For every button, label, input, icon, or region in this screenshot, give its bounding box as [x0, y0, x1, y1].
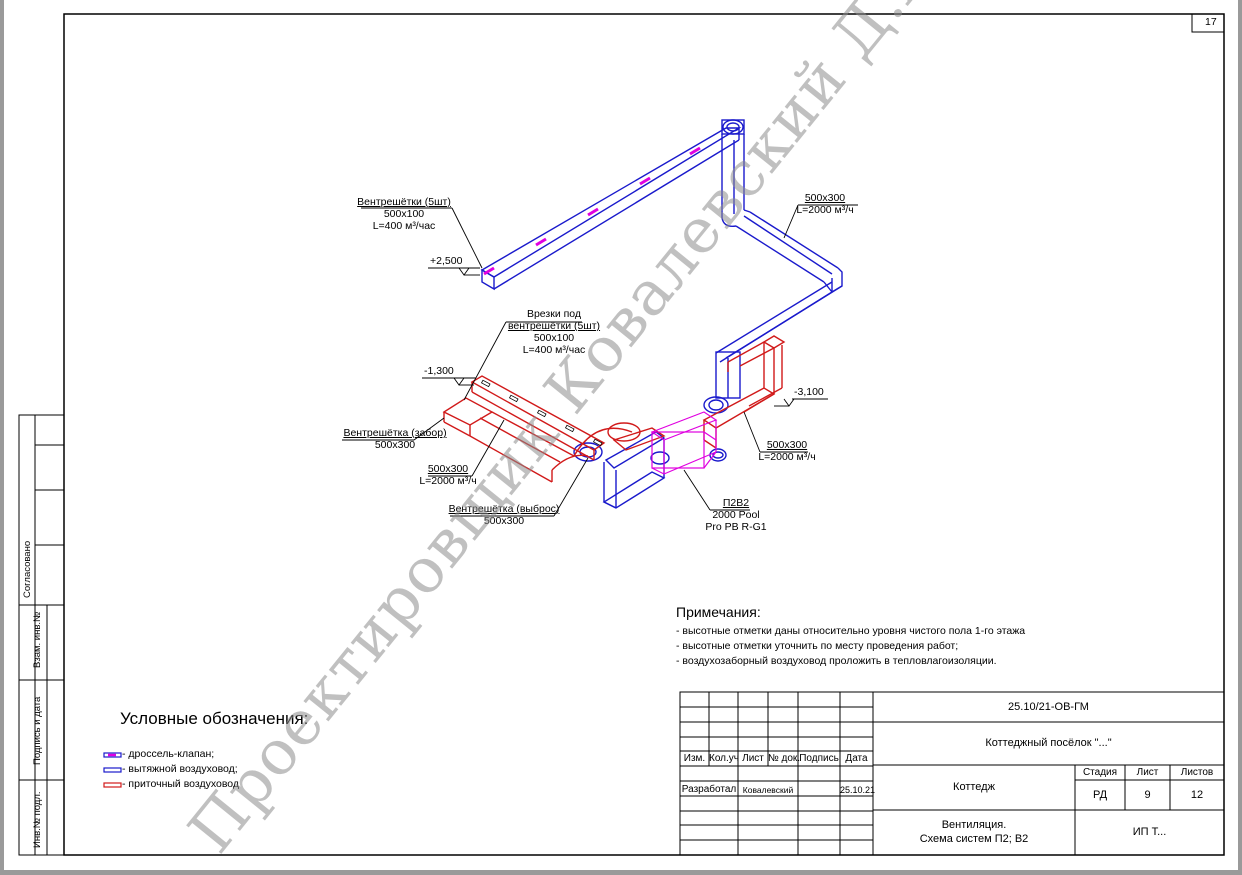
exhaust-top-label: 500x300 L=2000 м³/ч [794, 192, 856, 216]
inserts-line2: вентрешётки (5шт) [507, 320, 601, 332]
hdr-date: Дата [845, 753, 868, 764]
hdr-sheets: Листов [1180, 767, 1214, 778]
left-duct-label: 500x300 L=2000 м³/ч [416, 463, 480, 487]
right-duct-line1: 500x300 [766, 439, 808, 451]
legend-item-supply: - приточный воздуховод [122, 778, 240, 790]
grilles-top-line3: L=400 м³/час [372, 220, 436, 232]
inserts-line4: L=400 м³/час [522, 344, 586, 356]
sheets-value: 12 [1190, 789, 1204, 801]
sheet-name-line1: Вентиляция. [941, 819, 1007, 831]
hdr-sheet2: Лист [1136, 767, 1159, 778]
side-stamp [18, 414, 65, 856]
stamp-inv-orig: Инв.№ подл. [32, 791, 43, 848]
exhaust-grille-line1: Вентрешётка (выброс) [448, 503, 560, 515]
inserts-line1: Врезки под [526, 308, 582, 320]
unit-line2: 2000 Pool [712, 509, 760, 521]
exhaust-grille-line2: 500x300 [483, 515, 525, 527]
damper-marks [483, 146, 701, 276]
sheet-number: 17 [1205, 16, 1217, 28]
legend-title: Условные обозначения: [120, 709, 309, 728]
exhaust-duct [480, 119, 843, 509]
note-item-2: - высотные отметки уточнить по месту про… [676, 640, 959, 652]
grilles-top-label: Вентрешётки (5шт) 500x100 L=400 м³/час [356, 196, 452, 232]
hdr-sheet: Лист [742, 753, 764, 764]
leader-lines [342, 204, 858, 517]
intake-grille-label: Вентрешётка (забор) 500x300 [338, 427, 452, 451]
grilles-top-line1: Вентрешётки (5шт) [357, 196, 451, 208]
left-duct-line2: L=2000 м³/ч [419, 475, 477, 487]
right-duct-label: 500x300 L=2000 м³/ч [756, 439, 818, 463]
notes-title: Примечания: [676, 604, 761, 620]
stamp-inv-replace: Взам. инв.№ [32, 611, 43, 668]
drawing-svg [18, 13, 1225, 856]
exhaust-top-line1: 500x300 [804, 192, 846, 204]
elev-top: +2,500 [430, 255, 463, 267]
insert-marks [480, 379, 603, 447]
sheet-value: 9 [1144, 789, 1151, 801]
note-item-1: - высотные отметки даны относительно уро… [676, 625, 1026, 637]
hdr-change: Изм. [683, 753, 706, 764]
stamp-sign-date: Подпись и дата [32, 696, 43, 765]
developed-label: Разработал [681, 784, 737, 795]
object-name: Коттедж [953, 781, 995, 793]
inserts-label: Врезки под вентрешётки (5шт) 500x100 L=4… [504, 308, 604, 356]
unit-line3: Pro PB R-G1 [705, 521, 767, 533]
title-block-lines [679, 691, 1225, 856]
inserts-line3: 500x100 [533, 332, 575, 344]
doc-code: 25.10/21-ОВ-ГМ [1008, 701, 1089, 713]
hdr-sign: Подпись [799, 753, 839, 764]
developer-name: Ковалевский [742, 785, 794, 795]
grilles-top-line2: 500x100 [383, 208, 425, 220]
hdr-doc: № док. [768, 753, 801, 764]
elev-right: -3,100 [794, 386, 824, 398]
date-value: 25.10.21 [840, 785, 876, 795]
unit-line1: П2В2 [722, 497, 750, 509]
legend-item-damper: - дроссель-клапан; [122, 748, 215, 760]
unit-label: П2В2 2000 Pool Pro PB R-G1 [700, 497, 772, 533]
note-item-3: - воздухозаборный воздуховод проложить в… [676, 655, 997, 667]
supply-duct [442, 335, 786, 483]
legend-item-exhaust: - вытяжной воздуховод; [122, 763, 238, 775]
hdr-qty: Кол.уч [709, 753, 739, 764]
intake-grille-line1: Вентрешётка (забор) [343, 427, 447, 439]
sheet-name-line2: Схема систем П2; В2 [919, 833, 1029, 845]
legend-swatches [103, 752, 122, 788]
stamp-agreed: Согласовано [22, 540, 33, 598]
notes-list: - высотные отметки даны относительно уро… [676, 624, 1025, 669]
sheet-name: Вентиляция. Схема систем П2; В2 [873, 818, 1075, 846]
hdr-stage: Стадия [1082, 767, 1118, 778]
stage-value: РД [1092, 789, 1108, 801]
intake-grille-line2: 500x300 [374, 439, 416, 451]
elev-mid: -1,300 [424, 365, 454, 377]
right-duct-line2: L=2000 м³/ч [758, 451, 816, 463]
drawing-sheet: 17 Согласовано Взам. инв.№ Подпись и дат… [4, 0, 1238, 870]
sheet-number-box [1191, 13, 1225, 33]
left-duct-line1: 500x300 [427, 463, 469, 475]
project-name: Коттеджный посёлок "..." [985, 737, 1112, 749]
exhaust-top-line2: L=2000 м³/ч [796, 204, 854, 216]
exhaust-grille-label: Вентрешётка (выброс) 500x300 [444, 503, 564, 527]
ahu-unit [650, 411, 718, 475]
company-name: ИП Т... [1132, 826, 1167, 838]
